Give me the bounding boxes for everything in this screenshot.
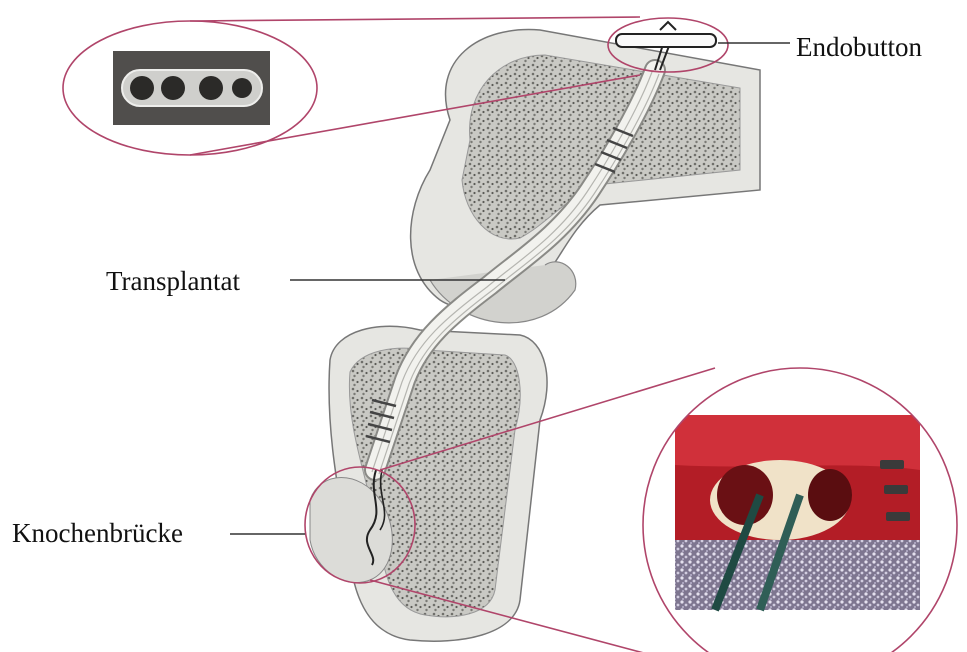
femur xyxy=(411,30,760,323)
surgical-site-photo xyxy=(675,415,920,610)
label-knochenbruecke: Knochenbrücke xyxy=(12,518,183,549)
tibia xyxy=(310,326,547,641)
label-transplantat: Transplantat xyxy=(106,266,240,297)
label-endobutton: Endobutton xyxy=(796,32,922,63)
endobutton-photo xyxy=(113,51,270,125)
endobutton xyxy=(616,22,716,47)
